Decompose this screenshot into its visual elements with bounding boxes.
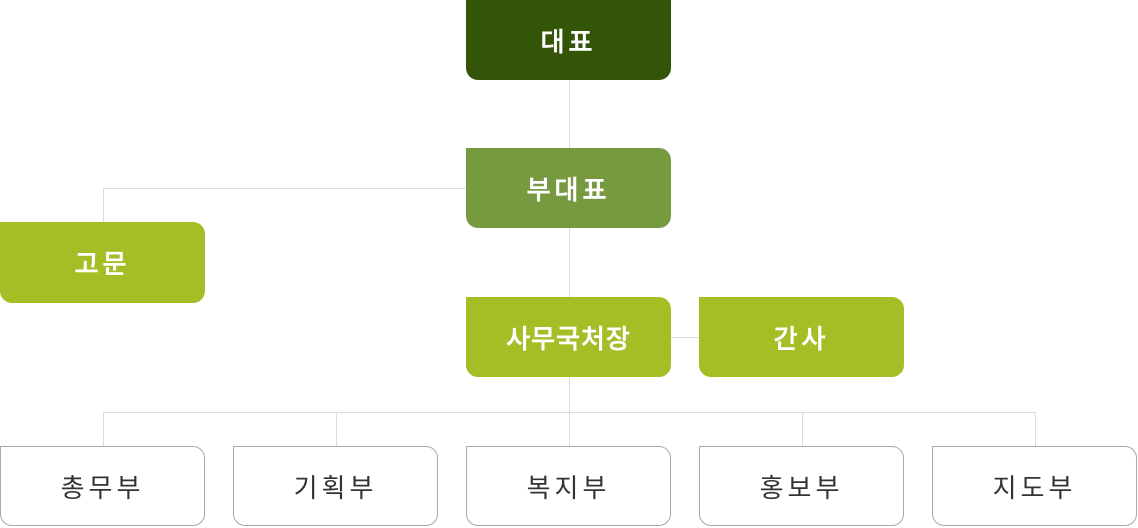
ceo-node: 대표 [466, 0, 671, 80]
advisor-node: 고문 [0, 222, 205, 303]
connector-vice-secretary [569, 228, 570, 297]
connector-dept-2 [336, 412, 337, 446]
connector-secretary-departments [569, 377, 570, 412]
secretary-general-node: 사무국처장 [466, 297, 671, 377]
connector-dept-3 [569, 412, 570, 446]
department-node-guidance: 지도부 [932, 446, 1137, 526]
department-node-general-affairs: 총무부 [0, 446, 205, 526]
auditor-node: 간사 [699, 297, 904, 377]
connector-vice-advisor-v [103, 188, 104, 222]
connector-dept-1 [103, 412, 104, 446]
connector-vice-advisor-h [103, 188, 466, 189]
connector-secretary-auditor [671, 337, 699, 338]
vice-ceo-node: 부대표 [466, 148, 671, 228]
department-node-planning: 기획부 [233, 446, 438, 526]
department-node-welfare: 복지부 [466, 446, 671, 526]
department-node-pr: 홍보부 [699, 446, 904, 526]
connector-ceo-vice [569, 80, 570, 148]
connector-dept-5 [1035, 412, 1036, 446]
connector-dept-4 [802, 412, 803, 446]
